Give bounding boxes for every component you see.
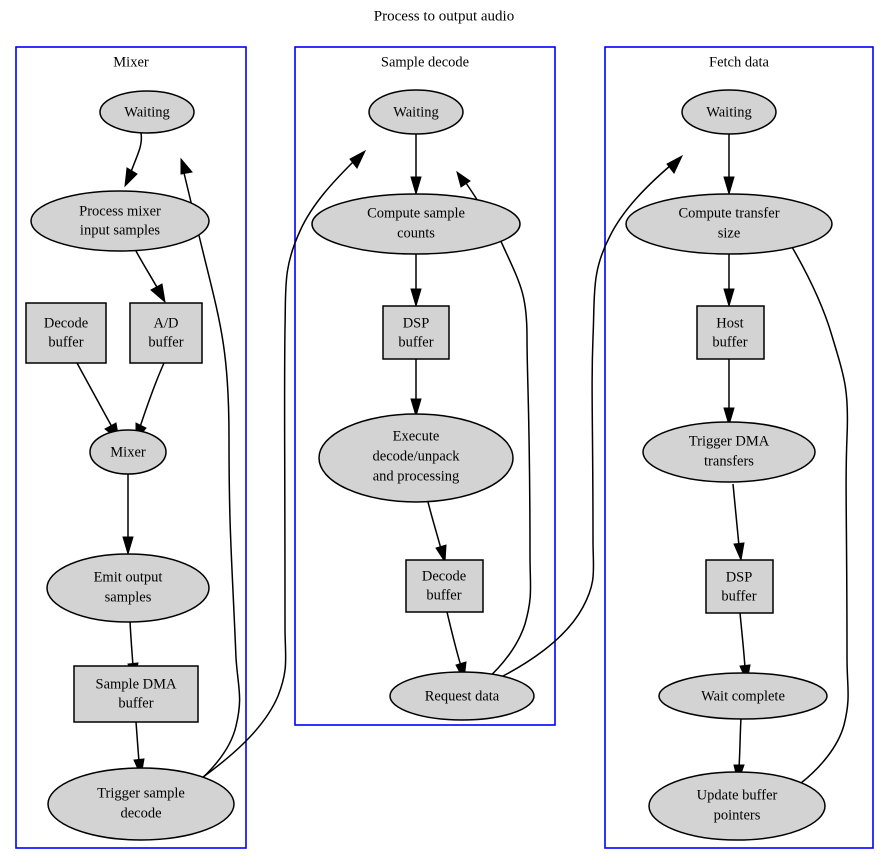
edge-host-buffer-to-trigger-dma (723, 359, 735, 427)
cluster-fetch-data-label: Fetch data (709, 54, 770, 70)
edge-dsp-buffer-to-wait-complete (739, 612, 751, 684)
node-compute-transfer-size-line2: size (718, 225, 741, 241)
node-decode-buffer-left-line2: buffer (48, 334, 83, 350)
edge-trigger-dma-to-dsp-buffer (732, 483, 745, 562)
node-fd-waiting[interactable]: Waiting (681, 89, 777, 135)
diagram-title: Process to output audio (374, 8, 514, 24)
node-decode-buffer-left[interactable]: Decode buffer (25, 302, 107, 364)
node-update-buffer-pointers-line2: pointers (714, 807, 761, 823)
node-dsp-buffer-mid-line2: buffer (398, 334, 433, 350)
edge-mixer-to-emit-output (122, 473, 134, 556)
node-decode-buffer-mid-line2: buffer (426, 587, 461, 603)
node-sd-waiting[interactable]: Waiting (368, 89, 464, 135)
edge-execute-decode-to-decode-buffer (427, 501, 447, 564)
node-host-buffer-line1: Host (716, 315, 743, 331)
node-host-buffer[interactable]: Host buffer (696, 305, 765, 360)
node-trigger-sample-decode[interactable]: Trigger sample decode (47, 767, 235, 841)
node-emit-output-samples[interactable]: Emit output samples (46, 553, 210, 623)
node-request-data[interactable]: Request data (389, 671, 535, 721)
node-compute-transfer-size-line1: Compute transfer (678, 205, 779, 221)
node-dsp-buffer-right-line1: DSP (726, 569, 753, 585)
node-compute-sample-counts[interactable]: Compute sample counts (311, 193, 521, 255)
node-sample-dma-buffer-line1: Sample DMA (96, 676, 177, 692)
node-mixer[interactable]: Mixer (89, 429, 167, 475)
node-process-mixer-line1: Process mixer (79, 203, 161, 219)
edge-sd-waiting-to-compute-sample-counts (410, 133, 422, 196)
node-sd-waiting-label: Waiting (393, 104, 439, 120)
cluster-fetch-data (604, 46, 874, 849)
node-trigger-dma-line2: transfers (704, 453, 754, 469)
node-trigger-dma-line1: Trigger DMA (689, 433, 770, 449)
node-mixer-label: Mixer (110, 444, 146, 460)
node-execute-decode-line1: Execute (393, 428, 440, 444)
node-dsp-buffer-right-line2: buffer (721, 588, 756, 604)
edge-compute-transfer-size-to-host-buffer (723, 254, 735, 308)
edge-process-mixer-to-ad-buffer (135, 250, 166, 304)
node-dsp-buffer-mid[interactable]: DSP buffer (382, 305, 450, 360)
edge-request-data-to-sd-waiting (456, 170, 532, 682)
edge-fd-waiting-to-compute-transfer-size (723, 134, 735, 196)
node-execute-decode-line2: decode/unpack (373, 448, 461, 464)
node-update-buffer-pointers-line1: Update buffer (697, 787, 778, 803)
node-process-mixer-input-samples[interactable]: Process mixer input samples (30, 190, 210, 252)
edge-mixer-waiting-to-process-mixer (124, 132, 143, 188)
cluster-sample-decode-label: Sample decode (381, 54, 469, 70)
node-execute-decode-unpack[interactable]: Execute decode/unpack and processing (318, 413, 514, 503)
edge-request-data-to-fd-waiting (488, 154, 684, 684)
node-compute-transfer-size[interactable]: Compute transfer size (625, 193, 833, 255)
node-compute-sample-counts-line1: Compute sample (367, 205, 465, 221)
node-fd-waiting-label: Waiting (706, 104, 752, 120)
edge-ad-buffer-to-mixer (135, 362, 165, 442)
node-mixer-waiting[interactable]: Waiting (99, 90, 195, 134)
node-request-data-label: Request data (425, 688, 500, 704)
node-trigger-sample-decode-line2: decode (120, 805, 161, 821)
node-ad-buffer[interactable]: A/D buffer (129, 302, 203, 364)
node-ad-buffer-line1: A/D (154, 315, 179, 331)
node-trigger-dma-transfers[interactable]: Trigger DMA transfers (642, 421, 816, 483)
edge-trigger-sample-decode-to-sd-waiting (198, 149, 367, 781)
edge-decode-buffer-to-mixer (76, 362, 120, 442)
node-wait-complete-label: Wait complete (701, 688, 785, 704)
node-dsp-buffer-mid-line1: DSP (403, 315, 430, 331)
node-mixer-waiting-label: Waiting (124, 104, 170, 120)
edge-compute-sample-counts-to-dsp-buffer (410, 253, 422, 308)
node-sample-dma-buffer-line2: buffer (118, 695, 153, 711)
edge-dsp-buffer-to-execute-decode (410, 358, 422, 418)
node-process-mixer-line2: input samples (80, 222, 161, 238)
cluster-sample-decode (294, 46, 556, 726)
node-layer: Waiting Process mixer input samples Deco… (25, 89, 833, 841)
node-decode-buffer-left-line1: Decode (44, 315, 88, 331)
node-sample-dma-buffer[interactable]: Sample DMA buffer (73, 665, 199, 723)
node-emit-output-line2: samples (105, 589, 152, 605)
node-host-buffer-line2: buffer (712, 334, 747, 350)
node-compute-sample-counts-line2: counts (397, 225, 435, 241)
node-update-buffer-pointers[interactable]: Update buffer pointers (648, 771, 826, 841)
node-wait-complete[interactable]: Wait complete (658, 672, 828, 720)
node-decode-buffer-mid[interactable]: Decode buffer (405, 559, 484, 613)
node-emit-output-line1: Emit output (94, 569, 163, 585)
node-ad-buffer-line2: buffer (148, 334, 183, 350)
node-execute-decode-line3: and processing (373, 468, 460, 484)
cluster-mixer-label: Mixer (113, 54, 149, 70)
node-trigger-sample-decode-line1: Trigger sample (97, 785, 185, 801)
edge-decode-buffer-to-request-data (446, 611, 467, 682)
cluster-mixer (15, 46, 247, 849)
node-decode-buffer-mid-line1: Decode (422, 568, 466, 584)
node-dsp-buffer-right[interactable]: DSP buffer (705, 559, 774, 614)
